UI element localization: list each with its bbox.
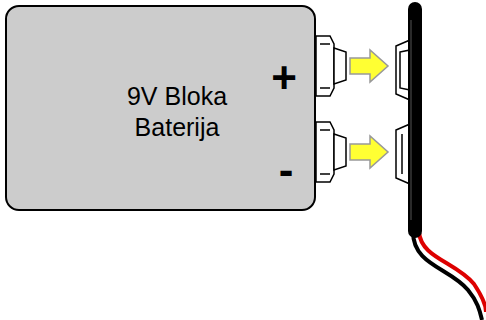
battery-label: 9V Bloka Baterija — [102, 81, 252, 143]
red-wire — [419, 232, 486, 312]
clip-socket — [396, 40, 410, 184]
clip-highlight — [411, 20, 412, 220]
insert-arrow — [350, 50, 388, 168]
battery-terminal — [316, 36, 346, 182]
minus-sign: - — [279, 148, 294, 192]
plus-sign: + — [271, 56, 297, 100]
battery-body: 9V Bloka Baterija — [5, 5, 316, 211]
clip-body — [408, 2, 422, 238]
